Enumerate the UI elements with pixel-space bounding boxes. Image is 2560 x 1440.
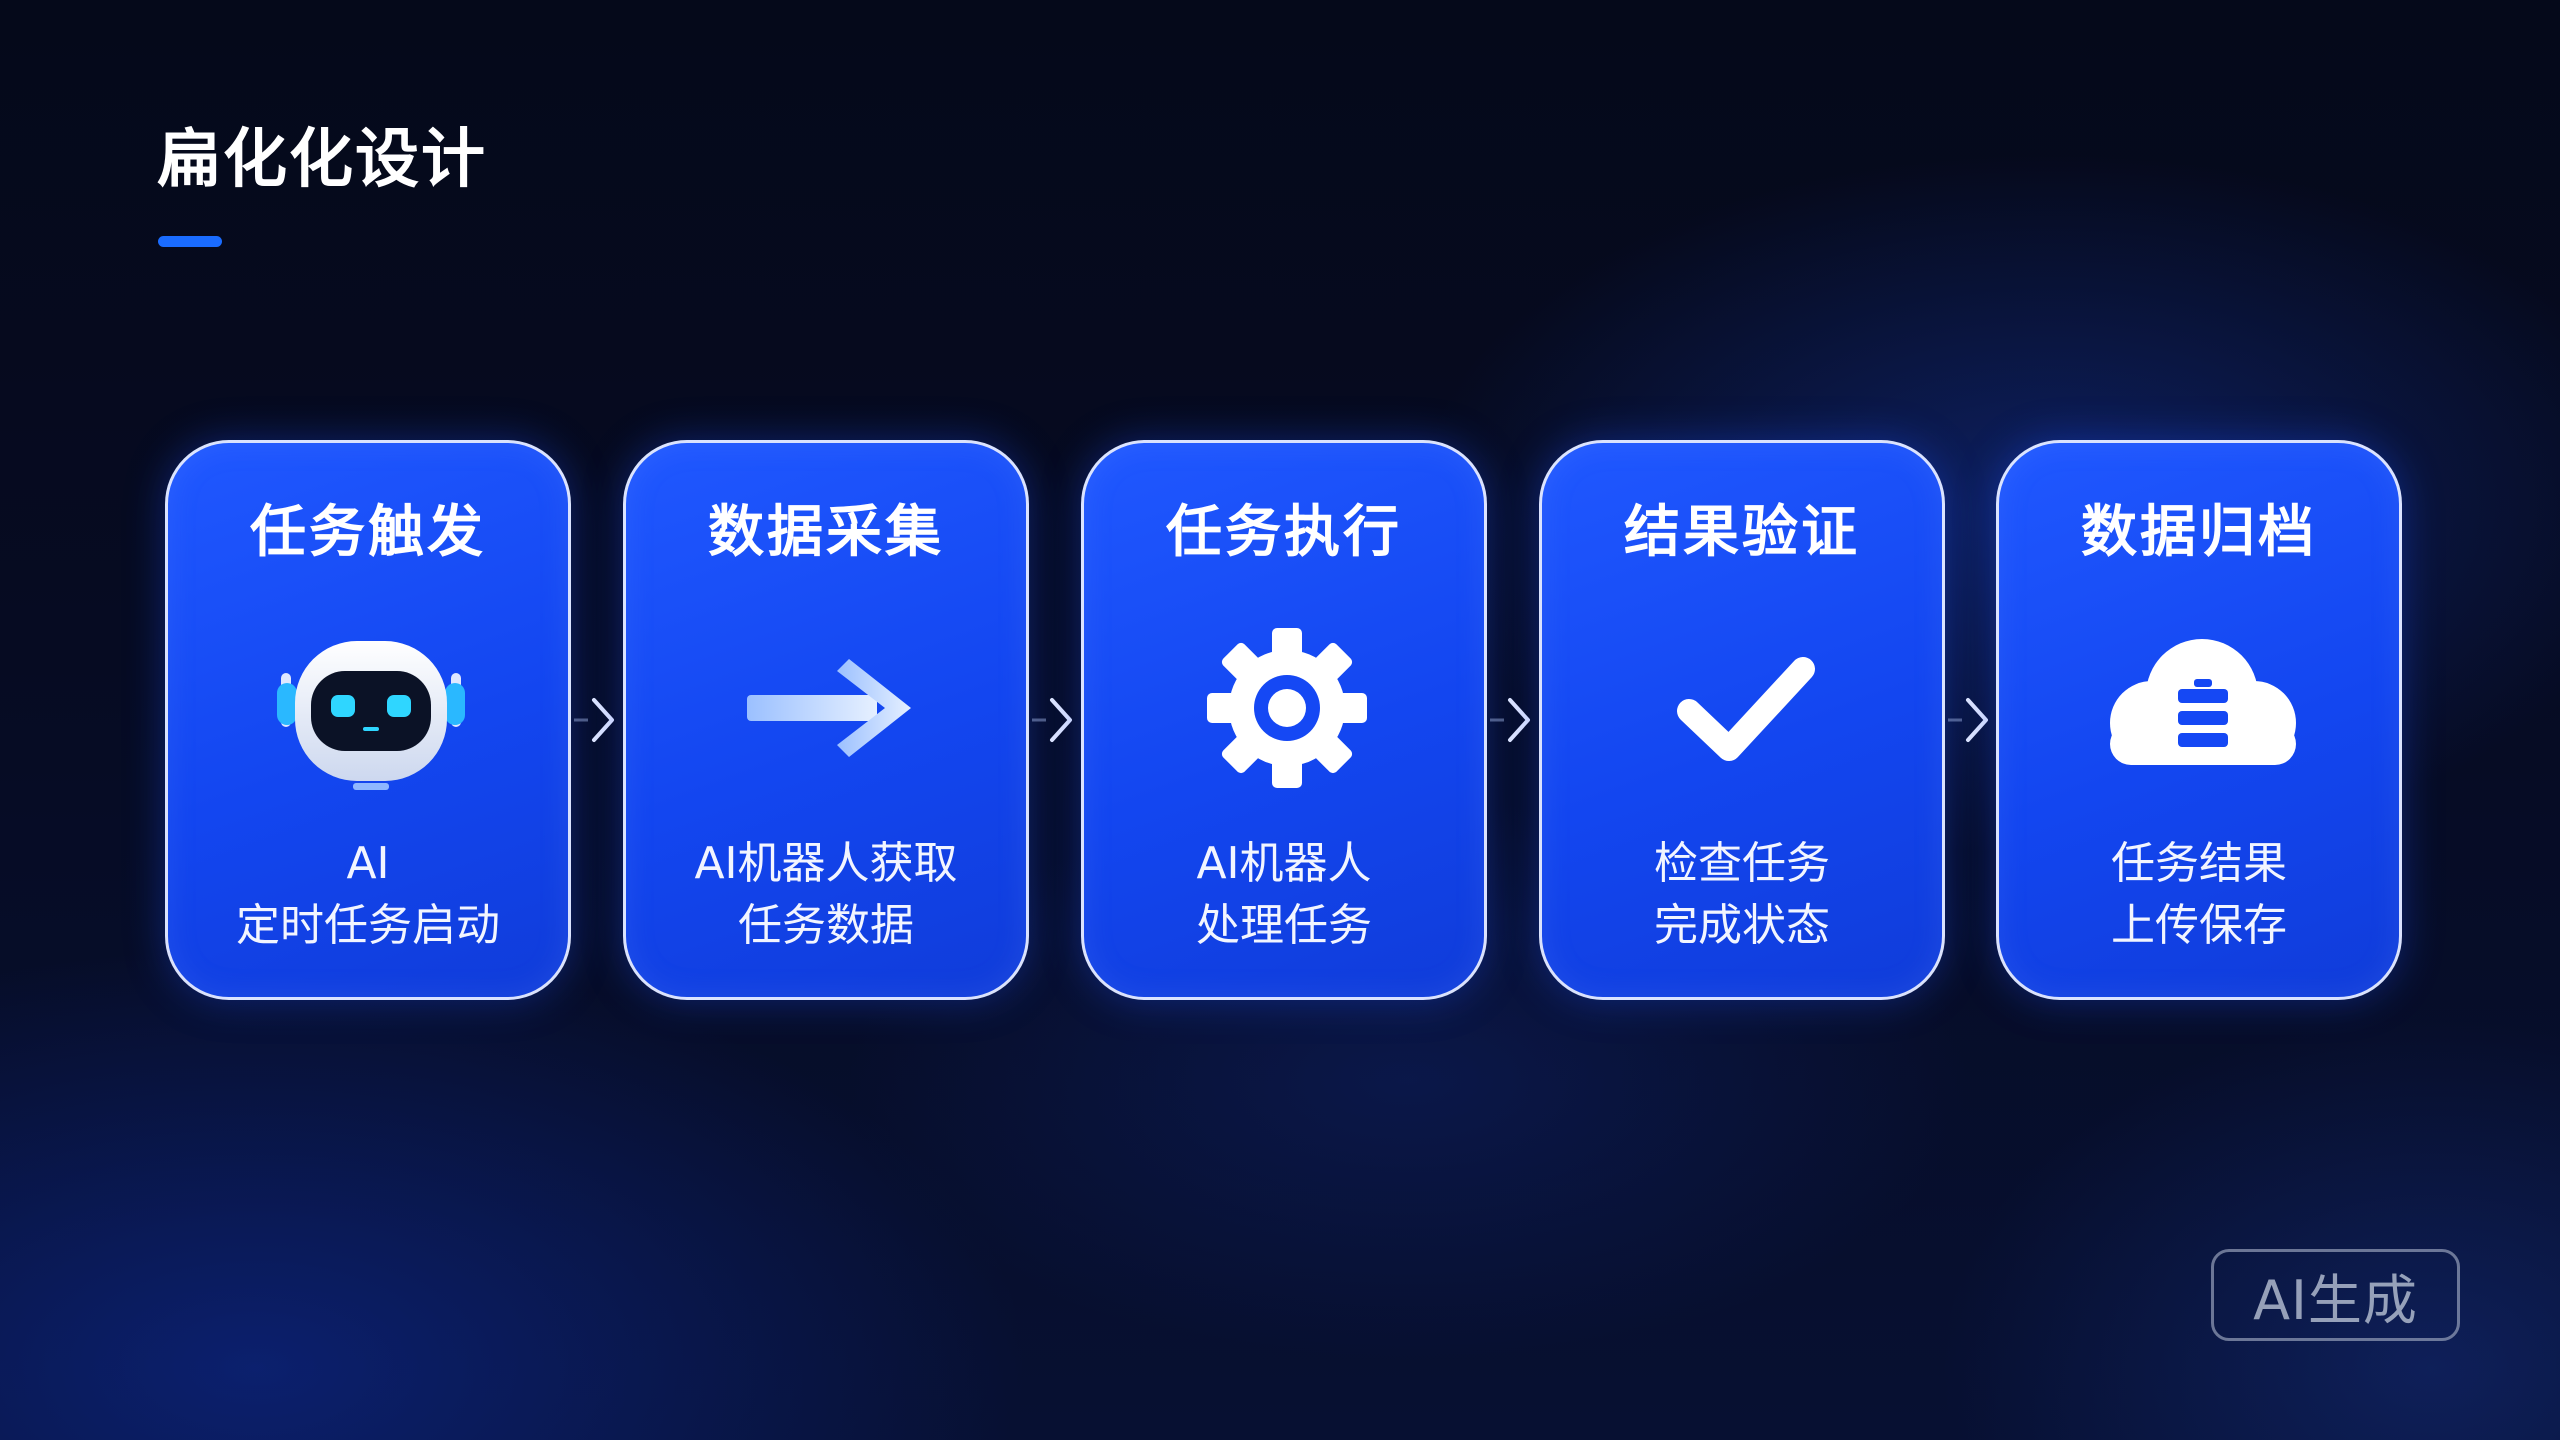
checkmark-icon (1677, 657, 1815, 761)
step-description: AI 定时任务启动 (168, 833, 568, 957)
step-description-line: AI机器人 (1196, 838, 1372, 889)
robot-icon (277, 641, 465, 790)
step-description: AI机器人 处理任务 (1084, 833, 1484, 957)
gear-icon (1207, 628, 1367, 788)
title-underline (158, 236, 222, 247)
step-description-line: 定时任务启动 (236, 900, 500, 951)
step-title: 结果验证 (1624, 500, 1860, 565)
arrow-right-icon (747, 659, 911, 757)
chevron-right-icon (1948, 698, 1988, 742)
step-card-collection: 数据采集 AI机器人获取 任务数据 (623, 440, 1029, 1000)
step-description-line: AI (346, 838, 390, 889)
step-description-line: 处理任务 (1196, 900, 1372, 951)
step-description-line: 任务数据 (738, 900, 914, 951)
chevron-right-icon (1490, 698, 1530, 742)
step-description-line: 完成状态 (1654, 900, 1830, 951)
step-description-line: 上传保存 (2111, 900, 2287, 951)
step-description: 检查任务 完成状态 (1542, 833, 1942, 957)
step-title: 数据归档 (2081, 500, 2317, 565)
chevron-right-icon (1032, 698, 1072, 742)
step-title: 任务执行 (1166, 500, 1402, 565)
step-card-execution: 任务执行 AI机器人 处理任务 (1081, 440, 1487, 1000)
ai-generated-badge: AI生成 (2211, 1249, 2460, 1341)
step-description: 任务结果 上传保存 (1999, 833, 2399, 957)
cloud-storage-icon (2110, 639, 2296, 765)
step-card-verification: 结果验证 检查任务 完成状态 (1539, 440, 1945, 1000)
step-description-line: 任务结果 (2111, 838, 2287, 889)
page-title: 扁化化设计 (157, 123, 487, 197)
chevron-right-icon (574, 698, 614, 742)
step-description-line: AI机器人获取 (694, 838, 958, 889)
step-card-archive: 数据归档 任务结果 上传保存 (1996, 440, 2402, 1000)
step-card-trigger: 任务触发 AI 定时任务启动 (165, 440, 571, 1000)
step-title: 任务触发 (250, 500, 486, 565)
step-title: 数据采集 (708, 500, 944, 565)
step-description: AI机器人获取 任务数据 (626, 833, 1026, 957)
step-description-line: 检查任务 (1654, 838, 1830, 889)
